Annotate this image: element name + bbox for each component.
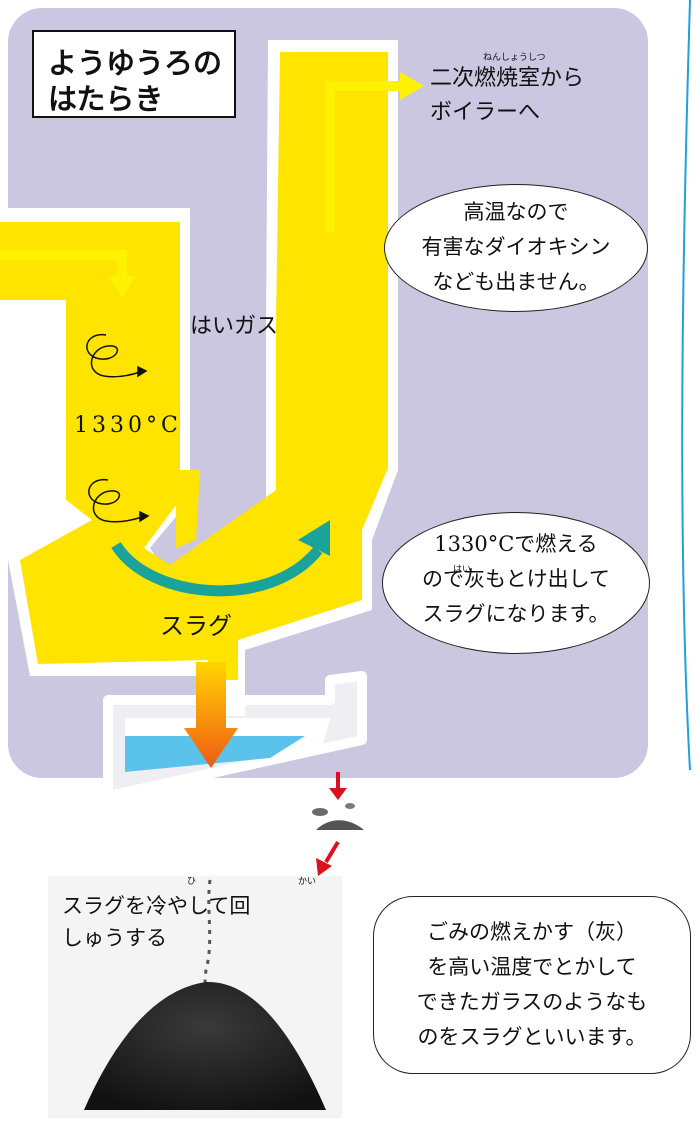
melting-bubble: 1330°Cで燃える ので灰もとけ出して スラグになります。: [382, 512, 650, 654]
melting-bubble-line-3: スラグになります。: [422, 602, 610, 626]
dioxin-bubble-line-1: 高温なので: [463, 200, 569, 224]
melting-bubble-line-1: 1330°Cで燃える: [434, 532, 598, 556]
exhaust-gas-label: はいガス: [190, 314, 279, 339]
definition-bubble-line-3: できたガラスのようなも: [416, 990, 648, 1014]
to-boiler-label-line-2: ボイラーへ: [430, 100, 541, 125]
slag-collector: [103, 671, 367, 801]
page-edge-line: [681, 0, 691, 771]
definition-bubble-line-1: ごみの燃えかす（灰）: [427, 920, 637, 944]
definition-bubble: ごみの燃えかす（灰） を高い温度でとかして できたガラスのようなも のをスラグと…: [373, 896, 691, 1074]
drip-arrow-lower: [316, 840, 340, 876]
title-line-1: ようゆうろの: [48, 46, 223, 80]
swirl-icon-upper: [86, 334, 148, 378]
temperature-label: 1330°C: [74, 413, 182, 438]
molten-slag-pour: [184, 662, 238, 768]
drip-arrow-upper: [329, 772, 347, 800]
photo-caption-line-1: スラグを冷やして回: [62, 894, 251, 918]
slag-photo: [48, 876, 342, 1118]
slag-label: スラグ: [160, 612, 232, 640]
melting-bubble-line-2: ので灰もとけ出して: [422, 567, 610, 591]
swirl-icon-lower: [88, 479, 150, 523]
to-boiler-label-line-1: 二次燃焼室から: [430, 66, 585, 91]
slag-falling-chunks: [312, 803, 364, 830]
diagram-title: ようゆうろの はたらき: [32, 30, 236, 118]
furigana-nenshoushitsu: ねんしょうしつ: [483, 53, 546, 63]
furigana-hi: ひ: [187, 877, 197, 887]
dioxin-bubble-line-3: なども出ません。: [432, 270, 600, 294]
definition-bubble-line-2: を高い温度でとかして: [427, 955, 637, 979]
definition-bubble-line-4: のをスラグといいます。: [417, 1025, 647, 1049]
furigana-kai: かい: [298, 877, 317, 887]
photo-caption-line-2: しゅうする: [62, 926, 167, 950]
dioxin-bubble-line-2: 有害なダイオキシン: [421, 235, 611, 259]
gas-inlet-arrow: [0, 250, 136, 298]
furnace-body: [0, 52, 388, 680]
title-line-2: はたらき: [48, 82, 164, 116]
slag-flow-arrow: [111, 520, 330, 597]
gas-outlet-arrow: [325, 72, 424, 232]
dioxin-bubble: 高温なので 有害なダイオキシン なども出ません。: [384, 184, 648, 312]
furigana-hai: はい: [453, 565, 472, 575]
